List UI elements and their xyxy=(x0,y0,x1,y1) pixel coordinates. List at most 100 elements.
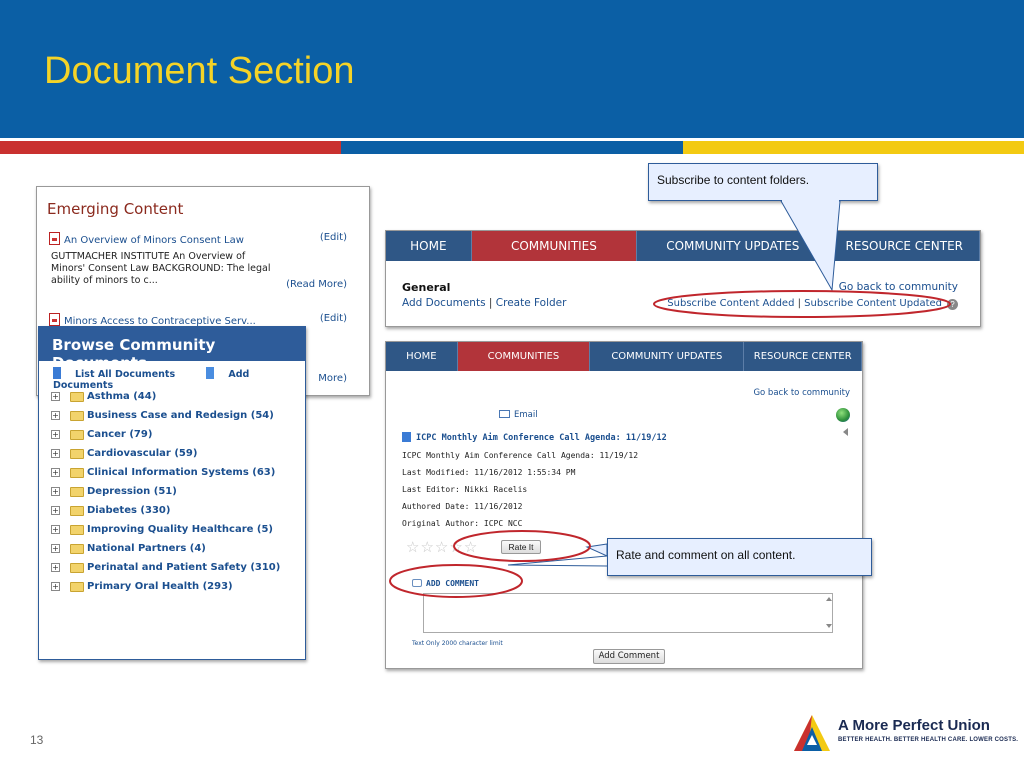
folder-actions: Add Documents | Create Folder xyxy=(402,297,566,309)
folder-item[interactable]: +Depression (51) xyxy=(51,484,299,500)
folder-item[interactable]: + Business Case and Redesign (54) xyxy=(51,408,299,424)
subscribe-links: Subscribe Content Added | Subscribe Cont… xyxy=(667,298,942,309)
document-list-icon xyxy=(53,367,61,379)
nav-resource-center[interactable]: RESOURCE CENTER xyxy=(830,231,980,261)
scroll-down-icon[interactable] xyxy=(826,624,832,628)
nav-community-updates[interactable]: COMMUNITY UPDATES xyxy=(590,342,745,371)
star-icon[interactable]: ☆ xyxy=(463,539,479,556)
character-limit-note: Text Only 2000 character limit xyxy=(412,640,503,647)
expand-icon[interactable]: + xyxy=(51,468,60,477)
folder-item[interactable]: +Primary Oral Health (293) xyxy=(51,579,299,595)
add-comment-link[interactable]: ADD COMMENT xyxy=(412,579,479,588)
item-snippet: GUTTMACHER INSTITUTE An Overview of Mino… xyxy=(51,251,271,286)
slide-title: Document Section xyxy=(44,50,355,92)
list-all-documents-link[interactable]: List All Documents xyxy=(53,367,189,380)
document-title[interactable]: ICPC Monthly Aim Conference Call Agenda:… xyxy=(402,432,667,443)
expand-icon[interactable]: + xyxy=(51,487,60,496)
pdf-icon xyxy=(49,313,60,326)
folder-icon xyxy=(70,430,84,440)
comment-textarea[interactable] xyxy=(423,593,833,633)
read-more-link[interactable]: (Read More) xyxy=(286,279,347,290)
edit-link[interactable]: (Edit) xyxy=(319,232,347,243)
section-title: General xyxy=(402,281,451,294)
read-more-link[interactable]: More) xyxy=(318,373,347,384)
folder-icon xyxy=(70,582,84,592)
nav-community-updates[interactable]: COMMUNITY UPDATES xyxy=(637,231,830,261)
folder-icon xyxy=(70,506,84,516)
expand-icon[interactable]: + xyxy=(51,506,60,515)
star-icon[interactable]: ☆ xyxy=(406,539,421,556)
folder-icon xyxy=(70,392,84,402)
folder-label: Cancer (79) xyxy=(87,429,153,440)
add-documents-link[interactable]: Add Documents xyxy=(402,297,486,309)
folder-item[interactable]: +Improving Quality Healthcare (5) xyxy=(51,522,299,538)
last-editor: Last Editor: Nikki Racelis xyxy=(402,485,528,494)
browse-documents-panel: Browse Community Documents List All Docu… xyxy=(38,326,306,660)
authored-date: Authored Date: 11/16/2012 xyxy=(402,502,523,511)
add-comment-label: ADD COMMENT xyxy=(426,579,479,588)
expand-icon[interactable]: + xyxy=(51,582,60,591)
rate-it-button[interactable]: Rate It xyxy=(501,540,541,554)
nav-home[interactable]: HOME xyxy=(386,231,472,261)
subscribe-content-added-link[interactable]: Subscribe Content Added xyxy=(667,298,795,309)
add-document-icon xyxy=(206,367,215,379)
folder-item[interactable]: +Perinatal and Patient Safety (310) xyxy=(51,560,299,576)
folder-item[interactable]: +Diabetes (330) xyxy=(51,503,299,519)
nav-communities[interactable]: COMMUNITIES xyxy=(457,342,591,371)
folder-item[interactable]: +National Partners (4) xyxy=(51,541,299,557)
list-all-label: List All Documents xyxy=(75,369,176,380)
expand-icon[interactable]: + xyxy=(51,392,60,401)
nav-resource-center[interactable]: RESOURCE CENTER xyxy=(744,342,862,371)
main-nav: HOME COMMUNITIES COMMUNITY UPDATES RESOU… xyxy=(386,231,980,261)
folder-item[interactable]: + Asthma (44) xyxy=(51,389,299,405)
star-icon[interactable]: ☆ xyxy=(434,539,450,556)
page-number: 13 xyxy=(30,733,44,747)
scroll-up-icon[interactable] xyxy=(826,597,832,601)
create-folder-link[interactable]: Create Folder xyxy=(495,297,567,309)
folder-label: Asthma (44) xyxy=(87,391,157,402)
folder-icon xyxy=(70,411,84,421)
expand-icon[interactable]: + xyxy=(51,525,60,534)
link-separator: | xyxy=(797,298,801,309)
expand-icon[interactable]: + xyxy=(51,563,60,572)
expand-icon[interactable]: + xyxy=(51,411,60,420)
email-label: Email xyxy=(514,410,538,420)
go-back-link[interactable]: Go back to community xyxy=(753,388,850,398)
document-title-text: ICPC Monthly Aim Conference Call Agenda:… xyxy=(416,433,667,443)
star-icon[interactable]: ☆ xyxy=(420,539,435,556)
expand-icon[interactable]: + xyxy=(51,430,60,439)
add-comment-button[interactable]: Add Comment xyxy=(593,649,665,664)
folder-icon xyxy=(70,449,84,459)
help-icon[interactable]: ? xyxy=(947,299,958,310)
main-nav: HOME COMMUNITIES COMMUNITY UPDATES RESOU… xyxy=(386,342,862,371)
star-rating[interactable]: ☆☆☆☆☆ xyxy=(406,538,478,556)
browse-documents-title: Browse Community Documents xyxy=(39,327,305,372)
expand-icon[interactable]: + xyxy=(51,449,60,458)
pdf-icon xyxy=(49,232,60,245)
nav-communities[interactable]: COMMUNITIES xyxy=(471,231,638,261)
star-icon[interactable]: ☆ xyxy=(449,539,464,556)
folder-label: Cardiovascular (59) xyxy=(87,448,198,459)
folder-label: Business Case and Redesign (54) xyxy=(87,410,274,421)
email-link[interactable]: Email xyxy=(499,410,538,420)
emerging-content-title: Emerging Content xyxy=(47,200,184,218)
edit-link[interactable]: (Edit) xyxy=(319,313,347,324)
folder-item[interactable]: + Cancer (79) xyxy=(51,427,299,443)
emerging-content-item[interactable]: Minors Access to Contraceptive Serv... xyxy=(49,313,256,327)
folder-item[interactable]: +Clinical Information Systems (63) xyxy=(51,465,299,481)
item-title: An Overview of Minors Consent Law xyxy=(64,235,244,246)
caret-left-icon[interactable] xyxy=(843,428,848,436)
subscribe-content-updated-link[interactable]: Subscribe Content Updated xyxy=(804,298,942,309)
folder-tree: + Asthma (44) + Business Case and Redesign… xyxy=(51,389,299,598)
globe-icon[interactable] xyxy=(836,408,850,422)
nav-home[interactable]: HOME xyxy=(386,342,458,371)
logo-name: A More Perfect Union xyxy=(838,717,990,734)
community-general-panel: HOME COMMUNITIES COMMUNITY UPDATES RESOU… xyxy=(385,230,981,327)
go-back-link[interactable]: Go back to community xyxy=(838,281,958,293)
folder-item[interactable]: + Cardiovascular (59) xyxy=(51,446,299,462)
last-modified: Last Modified: 11/16/2012 1:55:34 PM xyxy=(402,468,576,477)
header-separator xyxy=(0,138,1024,141)
expand-icon[interactable]: + xyxy=(51,544,60,553)
emerging-content-item[interactable]: An Overview of Minors Consent Law xyxy=(49,232,244,246)
add-documents-link[interactable]: Add Documents xyxy=(53,367,249,391)
